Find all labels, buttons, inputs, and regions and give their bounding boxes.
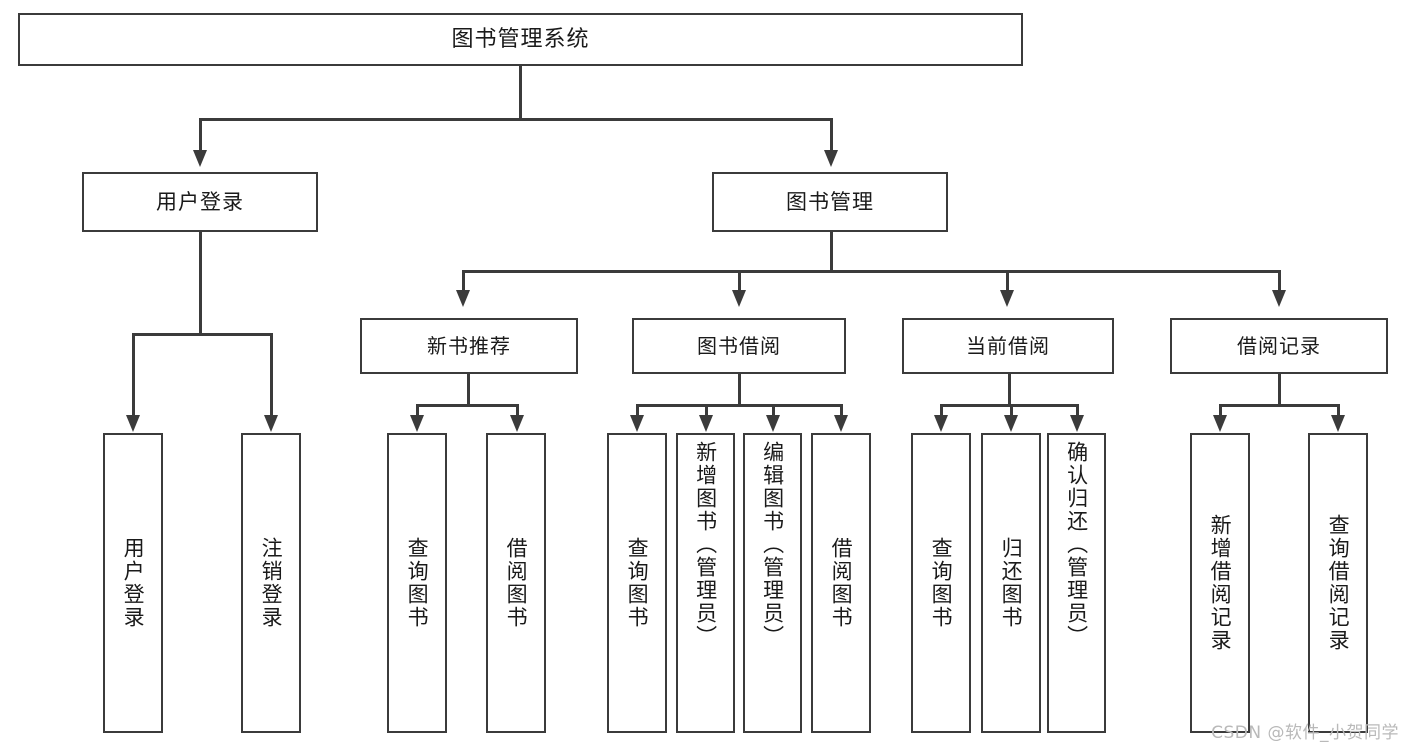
leaf-label: 查询图书 [929,537,954,629]
node-label: 新书推荐 [427,333,511,358]
arrow-user-login-to-leaf-1 [126,415,140,432]
edge-user-login-to-leaf-2 [270,333,273,417]
leaf-label: 借阅图书 [504,537,529,629]
leaf-user-login[interactable]: 用户登录 [103,433,163,733]
node-label: 图书借阅 [697,333,781,358]
arrow-bm-to-new-book [456,290,470,307]
arrow-bm-to-borrow-record [1272,290,1286,307]
node-label: 图书管理 [786,189,874,214]
leaf-label: 查询图书 [625,537,650,629]
edge-borrow-record-fan-bar [1219,404,1339,407]
arrow-bb-to-leaf-3 [766,415,780,432]
leaf-add-borrow-record[interactable]: 新增借阅记录 [1190,433,1250,733]
edge-root-to-book-management [830,118,833,151]
watermark: CSDN @软件_小贺同学 [1211,723,1399,743]
edge-bb-to-leaf-1 [636,404,639,417]
node-root-book-management-system[interactable]: 图书管理系统 [18,13,1023,66]
edge-cb-to-leaf-3 [1076,404,1079,417]
leaf-label: 确认归还（管理员） [1064,441,1089,648]
edge-new-book-to-leaf-1 [416,404,419,417]
leaf-label: 注销登录 [259,537,284,629]
edge-user-login-stem [199,232,202,335]
leaf-confirm-return-admin[interactable]: 确认归还（管理员） [1047,433,1106,733]
arrow-root-to-book-management [824,150,838,167]
edge-new-book-stem [467,374,470,406]
leaf-query-book-current[interactable]: 查询图书 [911,433,971,733]
edge-cb-to-leaf-2 [1010,404,1013,417]
node-label: 借阅记录 [1237,333,1321,358]
edge-current-borrow-fan-bar [940,404,1078,407]
leaf-label: 查询图书 [405,537,430,629]
node-label: 图书管理系统 [451,26,590,52]
leaf-label: 用户登录 [121,537,146,629]
node-new-book-recommend[interactable]: 新书推荐 [360,318,578,374]
edge-user-login-fan-bar [132,333,272,336]
leaf-query-book-borrow[interactable]: 查询图书 [607,433,667,733]
arrow-bb-to-leaf-4 [834,415,848,432]
leaf-label: 查询借阅记录 [1326,514,1351,652]
node-user-login[interactable]: 用户登录 [82,172,318,232]
leaf-query-book-recommend[interactable]: 查询图书 [387,433,447,733]
leaf-label: 借阅图书 [829,537,854,629]
edge-new-book-fan-bar [416,404,518,407]
arrow-root-to-user-login [193,150,207,167]
leaf-return-book[interactable]: 归还图书 [981,433,1041,733]
edge-bb-to-leaf-2 [705,404,708,417]
arrow-bb-to-leaf-2 [699,415,713,432]
edge-bb-to-leaf-4 [840,404,843,417]
node-book-borrow[interactable]: 图书借阅 [632,318,846,374]
node-book-management[interactable]: 图书管理 [712,172,948,232]
edge-bm-to-borrow-record [1278,270,1281,292]
leaf-label: 新增借阅记录 [1208,514,1233,652]
leaf-query-borrow-record[interactable]: 查询借阅记录 [1308,433,1368,733]
edge-bm-to-new-book [462,270,465,292]
leaf-label: 归还图书 [999,537,1024,629]
leaf-logout[interactable]: 注销登录 [241,433,301,733]
arrow-bb-to-leaf-1 [630,415,644,432]
leaf-label: 编辑图书（管理员） [760,441,785,648]
edge-cb-to-leaf-1 [940,404,943,417]
edge-current-borrow-stem [1008,374,1011,406]
edge-book-management-stem [830,232,833,272]
arrow-new-book-to-leaf-1 [410,415,424,432]
arrow-cb-to-leaf-2 [1004,415,1018,432]
leaf-borrow-book-recommend[interactable]: 借阅图书 [486,433,546,733]
edge-root-fan-bar [199,118,832,121]
leaf-add-book-admin[interactable]: 新增图书（管理员） [676,433,735,733]
edge-root-stem [519,66,522,119]
edge-user-login-to-leaf-1 [132,333,135,417]
node-label: 当前借阅 [966,333,1050,358]
arrow-cb-to-leaf-1 [934,415,948,432]
edge-root-to-user-login [199,118,202,151]
leaf-borrow-book[interactable]: 借阅图书 [811,433,871,733]
edge-br-to-leaf-1 [1219,404,1222,417]
leaf-edit-book-admin[interactable]: 编辑图书（管理员） [743,433,802,733]
edge-book-borrow-fan-bar [636,404,842,407]
edge-new-book-to-leaf-2 [516,404,519,417]
edge-borrow-record-stem [1278,374,1281,406]
arrow-bm-to-book-borrow [732,290,746,307]
node-label: 用户登录 [156,189,244,214]
arrow-br-to-leaf-2 [1331,415,1345,432]
edge-bb-to-leaf-3 [772,404,775,417]
node-borrow-record[interactable]: 借阅记录 [1170,318,1388,374]
arrow-new-book-to-leaf-2 [510,415,524,432]
edge-bm-to-current-borrow [1006,270,1009,292]
edge-br-to-leaf-2 [1337,404,1340,417]
arrow-bm-to-current-borrow [1000,290,1014,307]
edge-bm-to-book-borrow [738,270,741,292]
edge-book-management-fan-bar [462,270,1280,273]
arrow-br-to-leaf-1 [1213,415,1227,432]
arrow-user-login-to-leaf-2 [264,415,278,432]
leaf-label: 新增图书（管理员） [693,441,718,648]
arrow-cb-to-leaf-3 [1070,415,1084,432]
edge-book-borrow-stem [738,374,741,406]
node-current-borrow[interactable]: 当前借阅 [902,318,1114,374]
